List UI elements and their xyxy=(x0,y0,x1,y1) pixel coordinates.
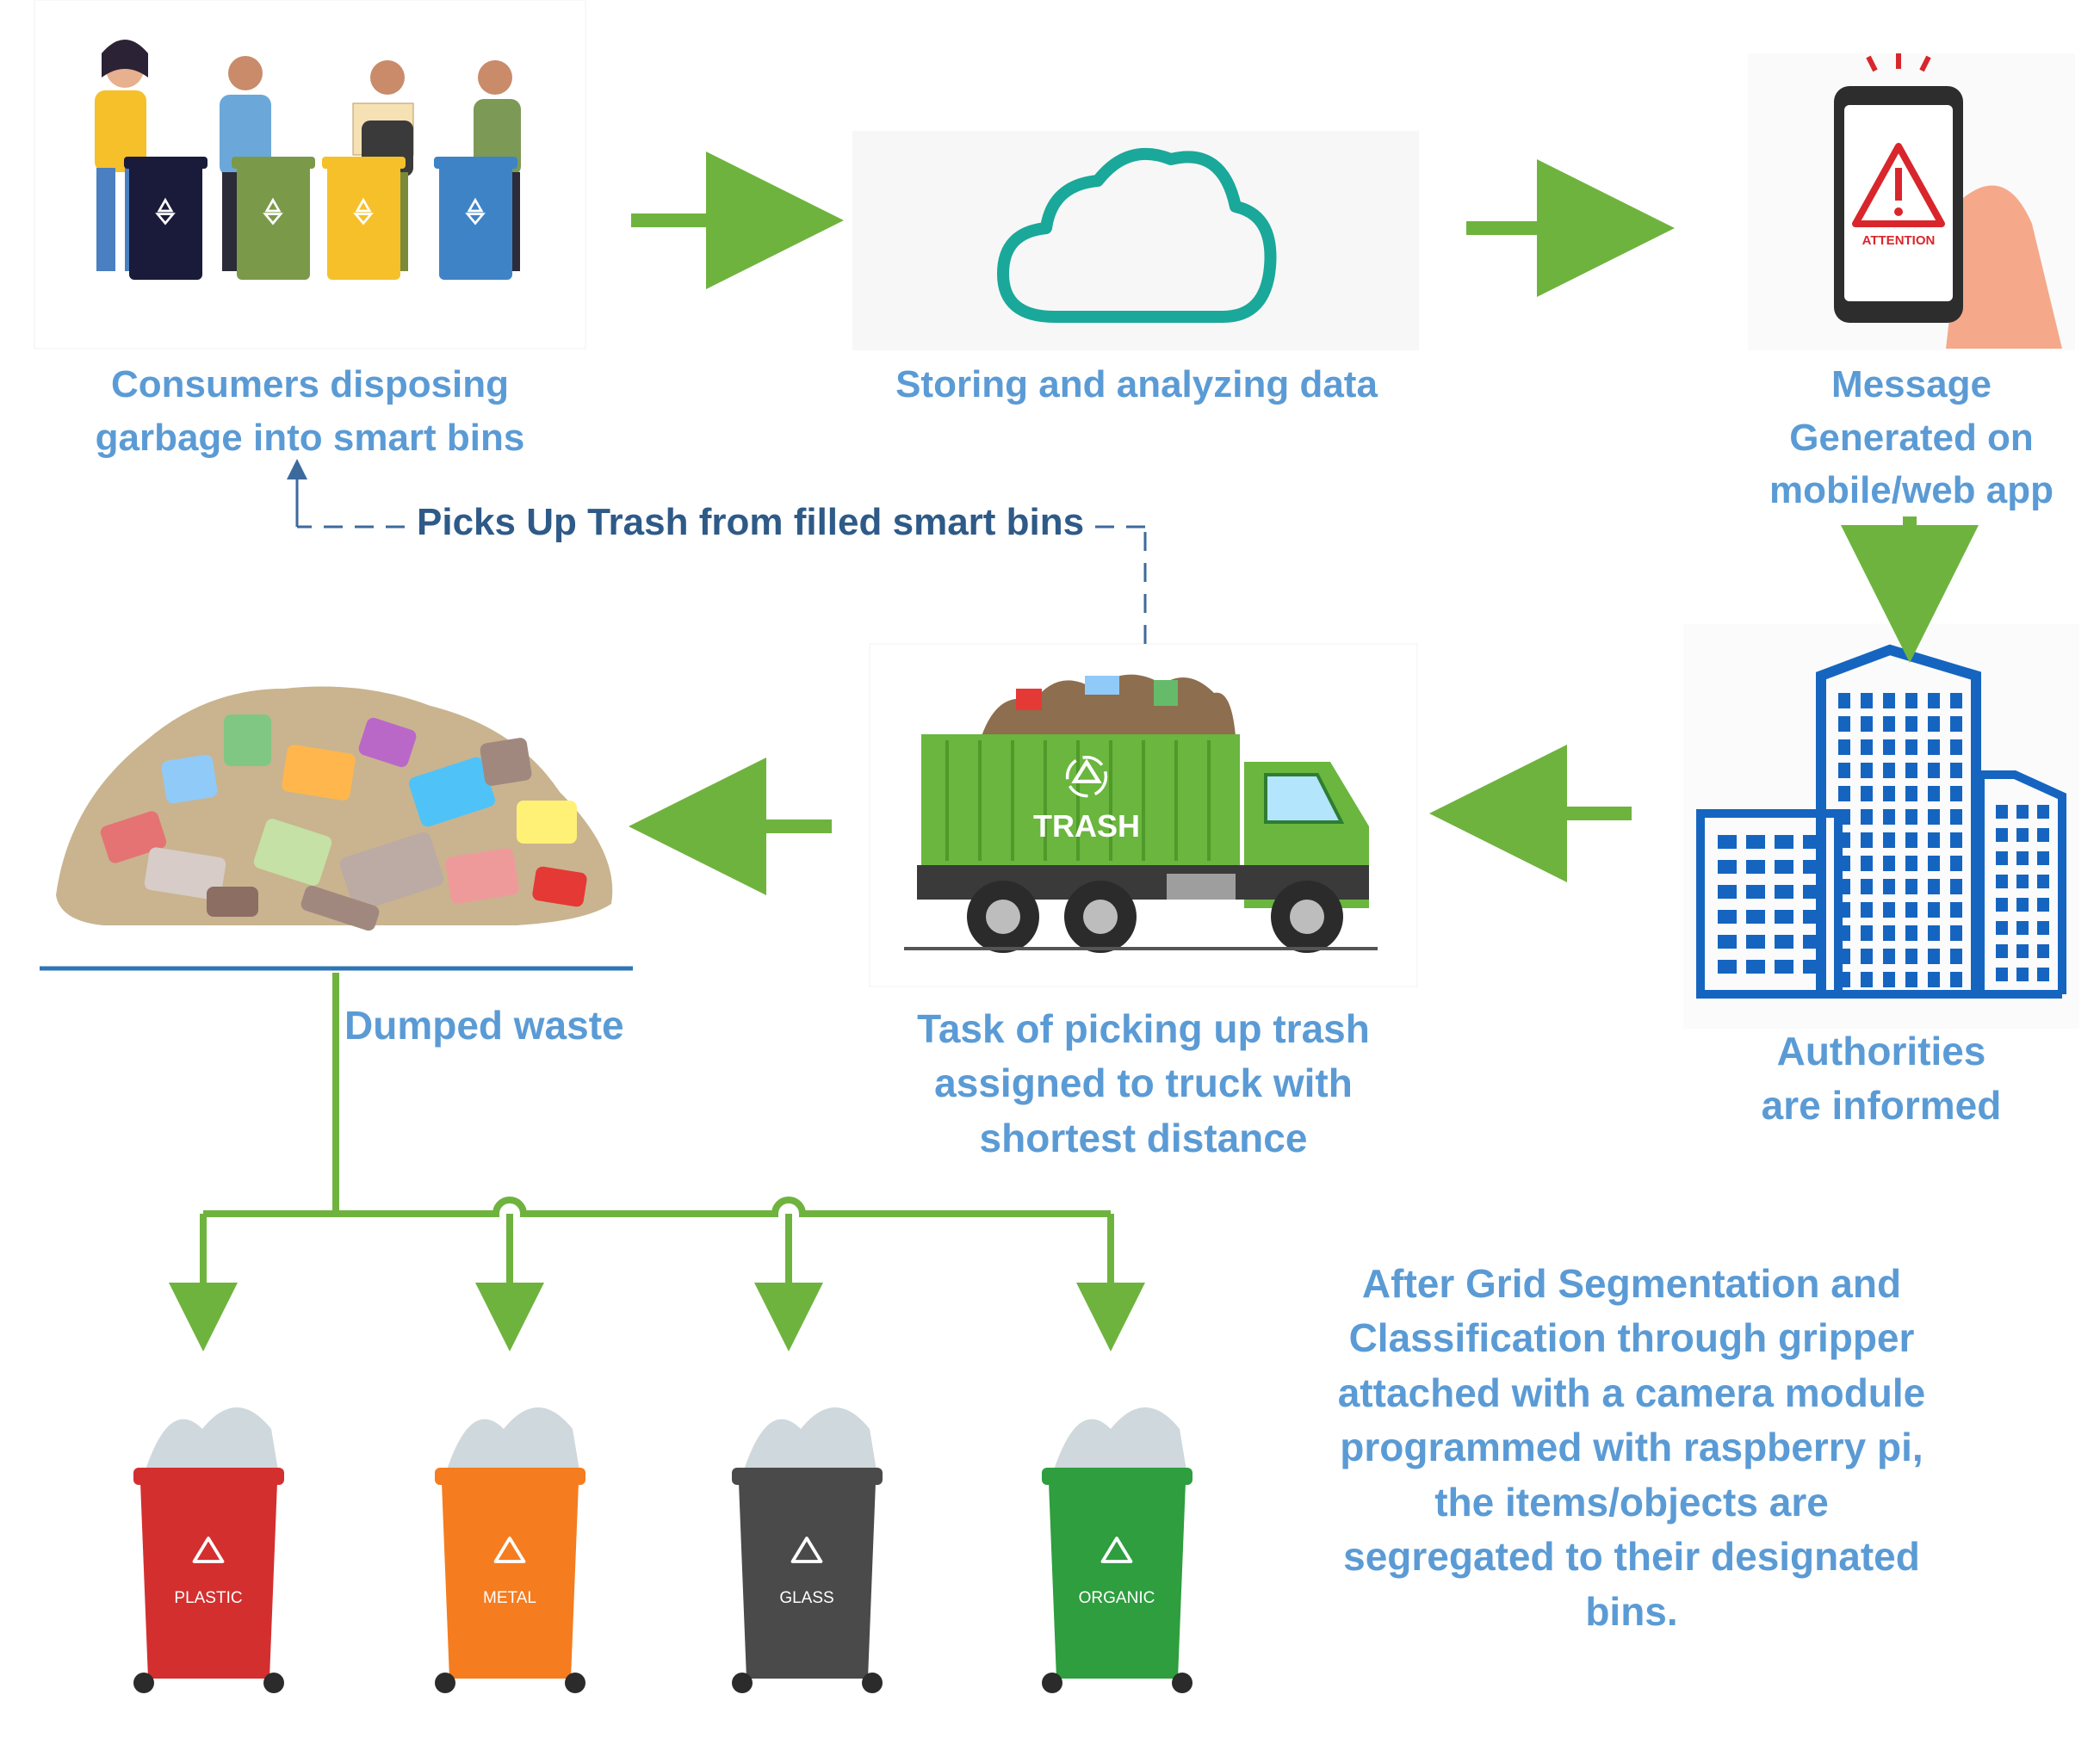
truck-side-text: TRASH xyxy=(1033,808,1140,844)
authorities-label: Authorities are informed xyxy=(1688,1024,2075,1134)
consumer-bin-4 xyxy=(434,157,517,280)
warning-triangle-icon xyxy=(1852,143,1945,227)
segregation-note-line-1: After Grid Segmentation and xyxy=(1361,1261,1902,1306)
consumers-label-line-2: garbage into smart bins xyxy=(95,416,525,459)
message-label-line-2: Generated on xyxy=(1789,416,2034,459)
segregation-note-line-4: programmed with raspberry pi, xyxy=(1340,1425,1923,1470)
cloud-label: Storing and analyzing data xyxy=(895,363,1378,405)
pickup-loop-label: Picks Up Trash from filled smart bins xyxy=(415,501,1087,544)
truck-label: Task of picking up trash assigned to tru… xyxy=(870,1002,1417,1166)
message-label-line-3: mobile/web app xyxy=(1769,469,2054,512)
truck-label-line-3: shortest distance xyxy=(979,1115,1308,1160)
bin-label: ORGANIC xyxy=(1079,1589,1155,1607)
dump-label: Dumped waste xyxy=(344,1003,624,1048)
bin-label: PLASTIC xyxy=(174,1589,242,1607)
consumer-bin-3 xyxy=(322,157,406,280)
segregation-note: After Grid Segmentation and Classificati… xyxy=(1266,1257,1998,1639)
segregation-note-line-5: the items/objects are xyxy=(1434,1479,1829,1524)
segregation-note-line-7: bins. xyxy=(1585,1588,1678,1634)
authorities-buildings-illustration xyxy=(1683,624,2079,1029)
message-label: Message Generated on mobile/web app xyxy=(1748,358,2075,517)
recycle-icon xyxy=(493,1537,526,1563)
recycle-icon xyxy=(192,1537,225,1563)
cloud-storage-illustration xyxy=(852,131,1419,350)
consumer-bin-2 xyxy=(232,157,315,280)
authorities-label-line-2: are informed xyxy=(1761,1083,2002,1129)
garbage-truck-illustration: TRASH xyxy=(869,643,1418,987)
phone-screen-text: ATTENTION xyxy=(1862,233,1936,248)
segregation-note-line-6: segregated to their designated xyxy=(1343,1534,1920,1580)
message-label-line-1: Message xyxy=(1831,363,1992,405)
segregation-note-line-3: attached with a camera module xyxy=(1337,1370,1926,1415)
bin-metal: METAL xyxy=(392,1373,607,1717)
consumer-bins-group xyxy=(124,157,517,280)
flow-arrows xyxy=(629,152,1979,895)
bin-plastic: PLASTIC xyxy=(90,1373,306,1717)
consumers-illustration xyxy=(34,0,586,349)
authorities-label-line-1: Authorities xyxy=(1776,1029,1986,1073)
dumped-waste-illustration xyxy=(40,686,633,971)
bin-label: GLASS xyxy=(779,1589,833,1607)
bin-glass: GLASS xyxy=(689,1373,904,1717)
consumer-bin-1 xyxy=(124,157,208,280)
pickup-loop-connector xyxy=(287,459,1147,644)
phone-alert-illustration: ATTENTION xyxy=(1748,53,2075,350)
distribution-tree xyxy=(169,973,1145,1351)
bin-label: METAL xyxy=(483,1589,536,1607)
sorted-bins-group: PLASTIC METAL GLASS ORGANIC xyxy=(90,1373,1214,1717)
consumers-label: Consumers disposing garbage into smart b… xyxy=(69,358,551,464)
truck-label-line-2: assigned to truck with xyxy=(934,1061,1353,1106)
truck-label-line-1: Task of picking up trash xyxy=(917,1006,1370,1051)
bin-organic: ORGANIC xyxy=(999,1373,1214,1717)
segregation-note-line-2: Classification through gripper xyxy=(1348,1315,1915,1361)
recycle-icon xyxy=(790,1537,823,1563)
recycle-icon xyxy=(1100,1537,1133,1563)
cloud-icon xyxy=(997,147,1277,323)
consumers-label-line-1: Consumers disposing xyxy=(110,363,510,405)
